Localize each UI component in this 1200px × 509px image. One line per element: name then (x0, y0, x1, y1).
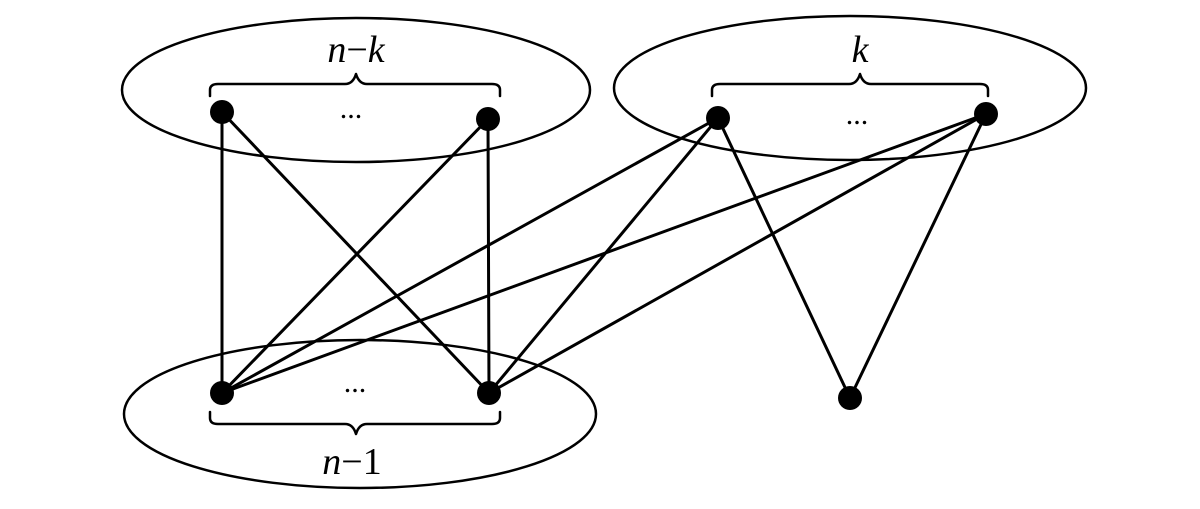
top-right-ellipsis: ... (846, 98, 869, 131)
edge-a2-c1 (220, 117, 490, 395)
node-b2 (974, 102, 998, 126)
bottom-left-brace (208, 410, 502, 436)
bottom-left-group-oval (122, 338, 598, 490)
top-left-label-op: − (346, 29, 367, 71)
edges-layer (220, 110, 988, 400)
top-left-ellipsis: ... (340, 92, 363, 125)
top-right-group-oval (612, 14, 1088, 162)
bottom-left-label: n−1 (322, 441, 381, 483)
top-left-label: n−k (327, 29, 385, 71)
edge-b1-c2 (487, 116, 720, 395)
edge-b2-d (848, 112, 988, 400)
nodes-layer (210, 100, 998, 410)
top-right-brace (710, 72, 990, 98)
node-a2 (476, 107, 500, 131)
bottom-left-label-num: 1 (363, 441, 382, 483)
top-left-label-var2: k (368, 29, 386, 71)
edge-b1-c1 (220, 116, 720, 395)
top-left-brace (208, 72, 502, 98)
edge-b2-c1 (220, 112, 988, 395)
top-left-group-oval (120, 16, 592, 164)
node-c2 (477, 381, 501, 405)
edge-a1-c2 (220, 110, 491, 395)
top-right-label: k (852, 29, 870, 71)
node-d (838, 386, 862, 410)
edge-b1-d (716, 116, 852, 400)
bottom-left-label-op: − (341, 441, 362, 483)
edge-b2-c2 (487, 112, 988, 395)
bottom-left-label-var: n (322, 441, 341, 483)
top-right-label-var: k (852, 29, 870, 71)
bottom-left-ellipsis: ... (344, 366, 367, 399)
top-left-label-var1: n (327, 29, 346, 71)
node-c1 (210, 381, 234, 405)
edge-a2-c2 (486, 117, 491, 395)
node-a1 (210, 100, 234, 124)
node-b1 (706, 106, 730, 130)
